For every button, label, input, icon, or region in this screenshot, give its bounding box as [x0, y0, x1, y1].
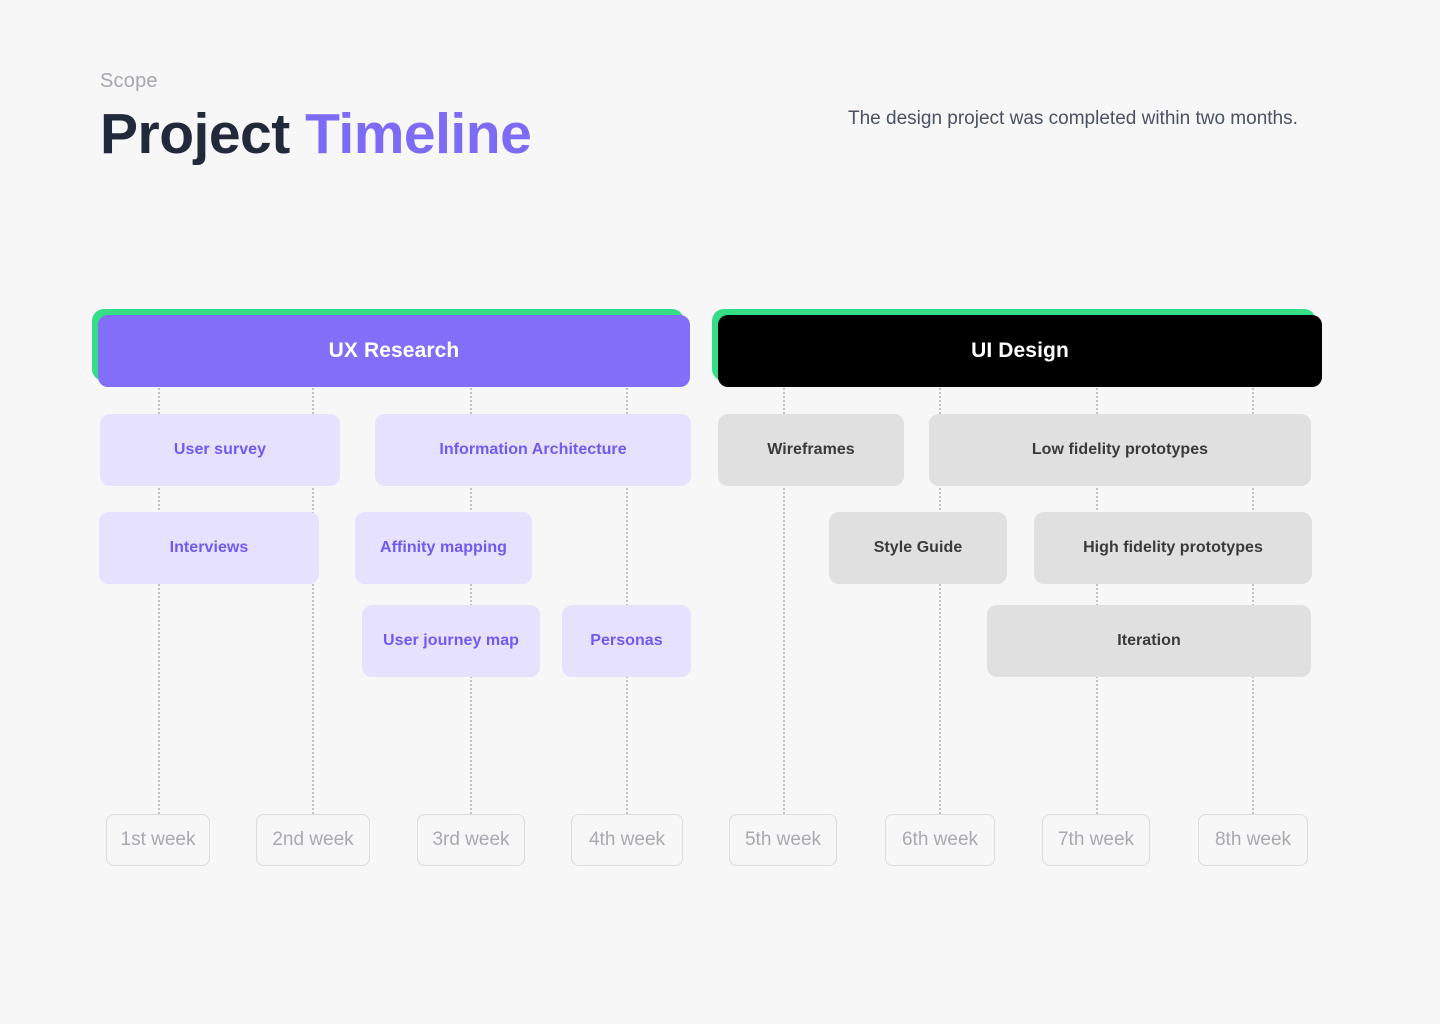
week-chip-8[interactable]: 8th week	[1198, 814, 1308, 866]
task-pill-low-fidelity-prototypes[interactable]: Low fidelity prototypes	[929, 414, 1311, 486]
week-chip-6[interactable]: 6th week	[885, 814, 995, 866]
page-title-accent: Timeline	[305, 102, 532, 166]
gridline-week-3	[470, 388, 472, 814]
task-pill-user-survey[interactable]: User survey	[100, 414, 340, 486]
gridline-week-5	[783, 388, 785, 814]
week-chip-2[interactable]: 2nd week	[256, 814, 370, 866]
eyebrow-label: Scope	[100, 70, 158, 92]
phase-bar-label-ux-research: UX Research	[98, 315, 690, 387]
task-pill-user-journey-map[interactable]: User journey map	[362, 605, 540, 677]
gridline-week-4	[626, 388, 628, 814]
gridline-week-6	[939, 388, 941, 814]
task-pill-personas[interactable]: Personas	[562, 605, 691, 677]
phase-bar-ui-design[interactable]: UI Design	[712, 309, 1322, 387]
week-chip-3[interactable]: 3rd week	[417, 814, 525, 866]
gridline-week-1	[158, 388, 160, 814]
task-pill-wireframes[interactable]: Wireframes	[718, 414, 904, 486]
week-chip-5[interactable]: 5th week	[729, 814, 837, 866]
page-subtitle: The design project was completed within …	[848, 108, 1298, 129]
page-title: Project Timeline	[100, 102, 740, 166]
gridline-week-8	[1252, 388, 1254, 814]
task-pill-information-architecture[interactable]: Information Architecture	[375, 414, 691, 486]
week-chip-4[interactable]: 4th week	[571, 814, 683, 866]
task-pill-interviews[interactable]: Interviews	[99, 512, 319, 584]
task-pill-high-fidelity-prototypes[interactable]: High fidelity prototypes	[1034, 512, 1312, 584]
week-chip-1[interactable]: 1st week	[106, 814, 210, 866]
page-header: Scope Project Timeline	[100, 70, 740, 165]
gridline-week-2	[312, 388, 314, 814]
phase-bar-label-ui-design: UI Design	[718, 315, 1322, 387]
week-chip-7[interactable]: 7th week	[1042, 814, 1150, 866]
task-pill-iteration[interactable]: Iteration	[987, 605, 1311, 677]
task-pill-affinity-mapping[interactable]: Affinity mapping	[355, 512, 532, 584]
page-title-main: Project	[100, 102, 306, 166]
task-pill-style-guide[interactable]: Style Guide	[829, 512, 1007, 584]
phase-bar-ux-research[interactable]: UX Research	[92, 309, 690, 387]
gridline-week-7	[1096, 388, 1098, 814]
